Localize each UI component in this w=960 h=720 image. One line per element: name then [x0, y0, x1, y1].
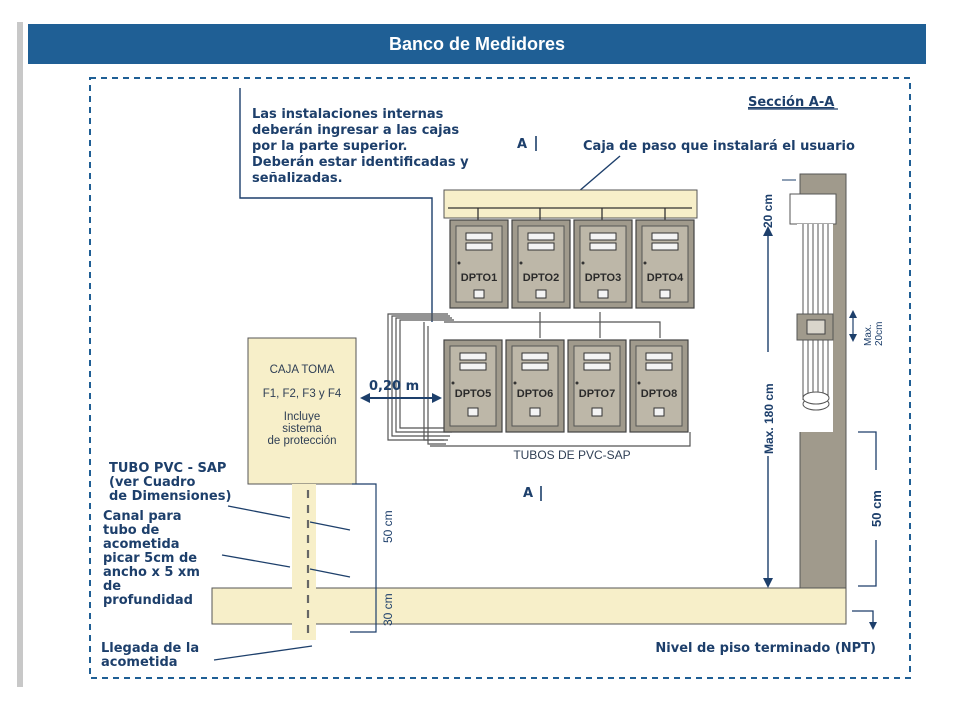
- dim-max180: Max. 180 cm: [762, 383, 776, 454]
- canal-label: Canal para tubo de acometida picar 5cm d…: [103, 509, 200, 608]
- note-line-2: deberán ingresar a las cajas: [252, 123, 459, 138]
- meter-label: DPTO4: [647, 272, 684, 284]
- canal-label-line: de: [103, 579, 121, 594]
- meter-row-bottom: DPTO5 DPTO6 DPTO7 DPTO8: [443, 339, 689, 433]
- junction-box: [443, 189, 698, 219]
- floor-slab: [211, 587, 847, 625]
- dim-30cm: 30 cm: [381, 593, 395, 626]
- meter-label: DPTO2: [523, 272, 559, 284]
- dim-20cm: 20 cm: [761, 194, 775, 228]
- note-line-5: señalizadas.: [252, 171, 343, 186]
- canal-label-line: acometida: [103, 537, 180, 552]
- meter-dpto2: DPTO2: [511, 219, 571, 309]
- section-label: Sección A-A: [748, 95, 834, 110]
- dim-max20-line1: Max.: [863, 324, 874, 346]
- meter-dpto8: DPTO8: [629, 339, 689, 433]
- meter-label: DPTO5: [455, 388, 491, 400]
- dim-arrow-top: [763, 226, 773, 236]
- dim-50cm-left-line: [352, 483, 377, 588]
- meter-dpto5: DPTO5: [443, 339, 503, 433]
- canal-label-line: tubo de: [103, 523, 160, 538]
- junction-box-wires: [448, 207, 692, 220]
- meter-dpto6: DPTO6: [505, 339, 565, 433]
- meter-label: DPTO3: [585, 272, 621, 284]
- meter-label: DPTO1: [461, 272, 497, 284]
- meter-dpto4: DPTO4: [635, 219, 695, 309]
- meter-dpto3: DPTO3: [573, 219, 633, 309]
- junction-box-leader: [577, 155, 621, 193]
- meter-dpto1: DPTO1: [449, 219, 509, 309]
- caja-toma-line4: sistema: [282, 423, 322, 435]
- page-title: Banco de Medidores: [28, 24, 926, 64]
- npt-arrow-head: [869, 622, 877, 630]
- tubo-label-line: (ver Cuadro: [109, 475, 195, 490]
- meter-dpto7: DPTO7: [567, 339, 627, 433]
- tubo-label: TUBO PVC - SAP (ver Cuadro de Dimensione…: [109, 461, 231, 504]
- canal-label-line: ancho x 5 xm: [103, 565, 200, 580]
- npt-arrow-line: [852, 610, 874, 626]
- canal-label-line: profundidad: [103, 593, 193, 608]
- tubo-label-line: TUBO PVC - SAP: [109, 461, 226, 476]
- dim-50cm-right: 50 cm: [858, 431, 884, 587]
- tubo-label-line: de Dimensiones): [109, 489, 231, 504]
- note-leader-line: [239, 88, 433, 322]
- installation-note: Las instalaciones internas deberán ingre…: [252, 107, 469, 186]
- meter-label: DPTO6: [517, 388, 553, 400]
- meter-label: DPTO7: [579, 388, 615, 400]
- section-mark-bottom: A: [523, 486, 533, 501]
- dim-30cm-left-line: [350, 588, 377, 633]
- note-line-4: Deberán estar identificadas y: [252, 155, 469, 170]
- dim-50cm-left: 50 cm: [381, 510, 395, 543]
- junction-box-label: Caja de paso que instalará el usuario: [583, 139, 855, 154]
- distance-label: 0,20 m: [369, 379, 419, 394]
- llegada-label-line: acometida: [101, 655, 178, 670]
- caja-toma-title: CAJA TOMA: [270, 364, 335, 376]
- llegada-label-line: Llegada de la: [101, 641, 199, 656]
- dim-max180-gap: [760, 352, 776, 456]
- canal-label-line: Canal para: [103, 509, 182, 524]
- note-line-3: por la parte superior.: [252, 139, 407, 154]
- canal-leader-lines: [213, 505, 351, 661]
- section-mark-top: A: [517, 137, 527, 152]
- dim-max20: Max. 20cm: [849, 310, 885, 346]
- canal-label-line: picar 5cm de: [103, 551, 197, 566]
- llegada-label: Llegada de la acometida: [101, 641, 199, 670]
- caja-toma: CAJA TOMA F1, F2, F3 y F4 Incluye sistem…: [247, 337, 357, 485]
- dashed-frame: [89, 77, 911, 679]
- npt-label: Nivel de piso terminado (NPT): [655, 641, 876, 656]
- caja-toma-line3: Incluye: [284, 411, 320, 423]
- wall-section: [789, 173, 847, 589]
- tubes-label: TUBOS DE PVC-SAP: [513, 448, 630, 462]
- distance-dimension: 0,20 m: [360, 379, 442, 403]
- meter-row-top: DPTO1 DPTO2 DPTO3 DPTO4: [449, 219, 695, 309]
- caja-toma-line5: de protección: [267, 435, 336, 447]
- dim-max20-line2: 20cm: [874, 322, 885, 346]
- left-edge-bar: [17, 22, 23, 687]
- dim-50cm-right-label: 50 cm: [869, 490, 884, 527]
- dim-arrow-bottom: [763, 578, 773, 588]
- note-line-1: Las instalaciones internas: [252, 107, 444, 122]
- meter-label: DPTO8: [641, 388, 677, 400]
- caja-toma-line2: F1, F2, F3 y F4: [263, 388, 342, 400]
- service-tube-trench: [292, 484, 316, 640]
- meter-wiring: [387, 312, 691, 447]
